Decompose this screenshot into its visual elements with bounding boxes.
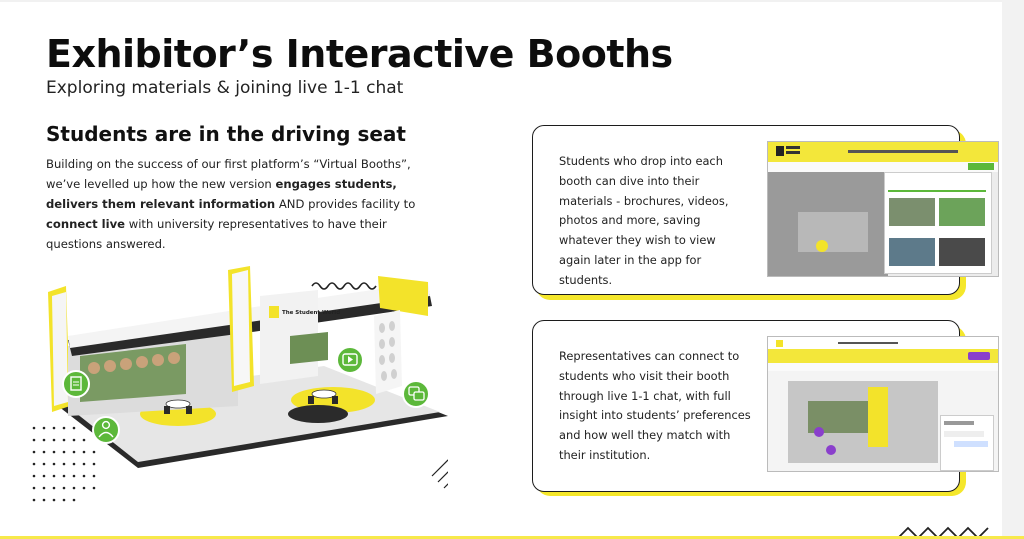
section-heading: Students are in the driving seat	[46, 122, 406, 146]
zigzag-decoration	[897, 526, 989, 539]
squiggle-decoration	[311, 282, 377, 290]
chat-icon	[402, 380, 430, 408]
intro-emphasis: connect live	[46, 217, 126, 231]
app-screenshot-chat	[767, 336, 999, 472]
booth-illustration: The Student World	[32, 266, 448, 502]
right-edge-strip	[1002, 0, 1024, 539]
intro-emphasis: engages students, delivers them relevant…	[46, 177, 397, 211]
app-screenshot-materials	[767, 141, 999, 277]
card-text-materials: Students who drop into each booth can di…	[559, 154, 729, 287]
intro-paragraph: Building on the success of our first pla…	[46, 154, 436, 254]
document-icon	[62, 370, 90, 398]
intro-text: with university representatives to have …	[46, 217, 387, 251]
intro-text: AND provides facility to	[275, 197, 416, 211]
page-title: Exhibitor’s Interactive Booths	[46, 32, 673, 76]
card-text-chat: Representatives can connect to students …	[559, 349, 751, 462]
page-subtitle: Exploring materials & joining live 1-1 c…	[46, 78, 404, 98]
person-icon	[92, 416, 120, 444]
dot-grid-decoration	[32, 426, 96, 502]
hatched-circle-decoration	[431, 459, 448, 489]
intro-text: Building on the success of our first pla…	[46, 157, 411, 191]
booth-brand-label: The Student World	[282, 310, 340, 316]
top-border	[0, 0, 1024, 2]
bottom-accent-line	[0, 536, 1024, 539]
play-icon	[336, 346, 364, 374]
